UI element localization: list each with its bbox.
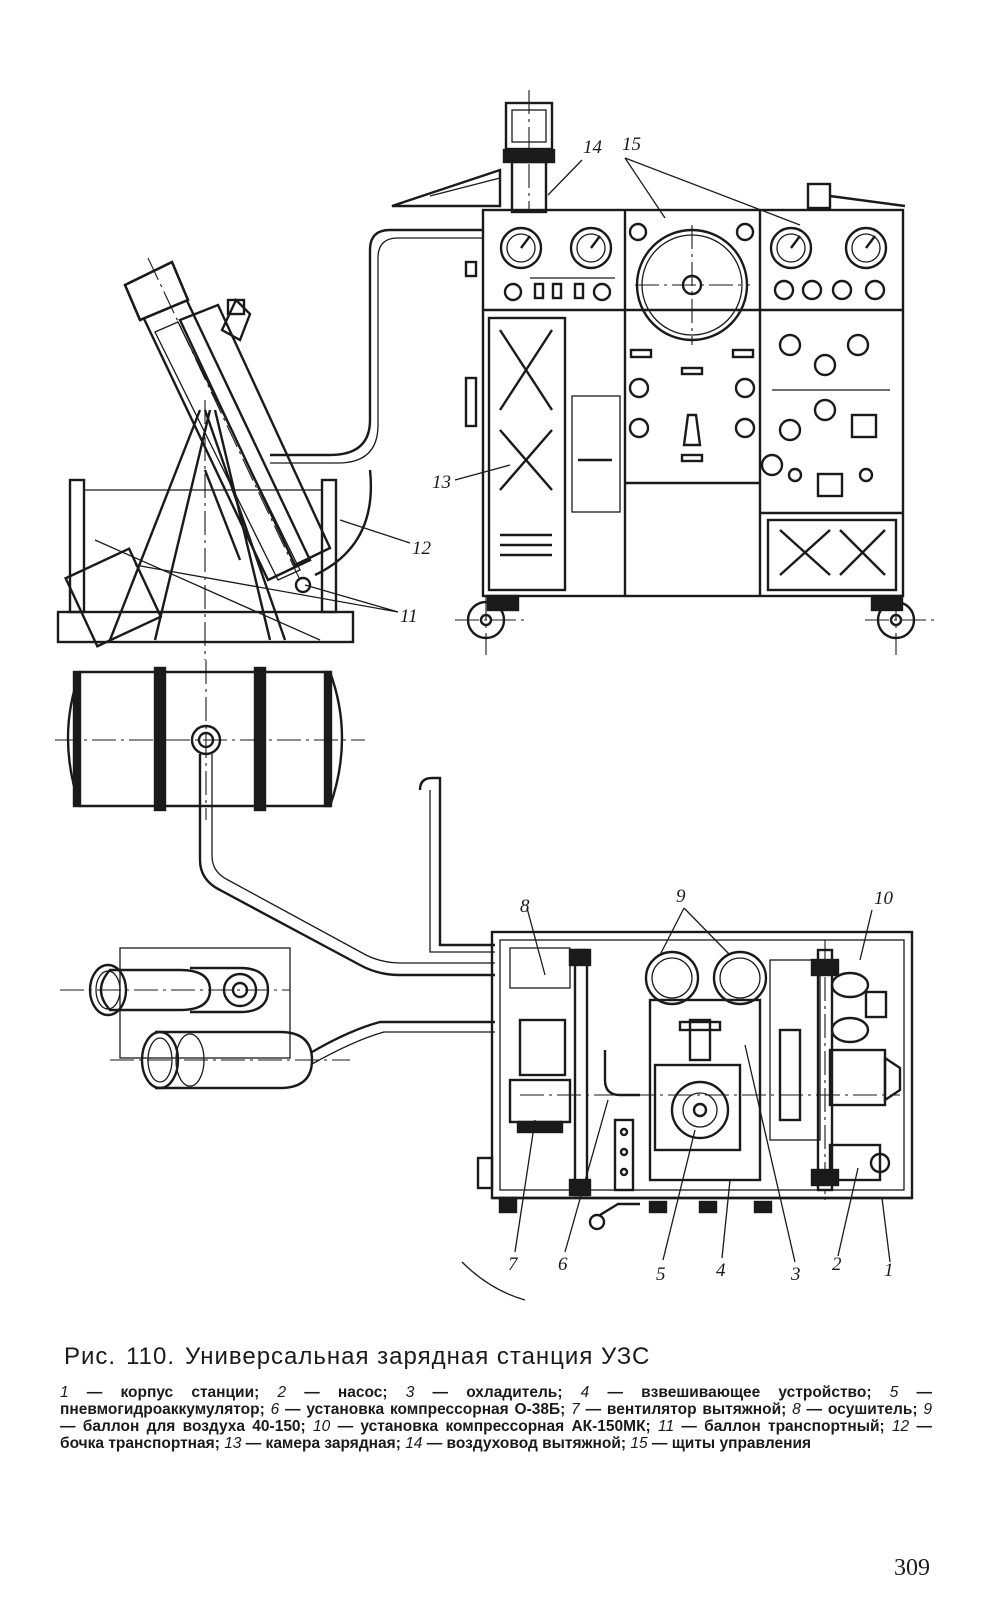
legend-text: — щиты управления — [651, 1435, 812, 1452]
pressure-gauge — [569, 226, 613, 270]
legend-text: — осушитель; — [806, 1401, 918, 1418]
label-2: 2 — [832, 1254, 842, 1275]
callout-labels: 14 15 13 12 11 9 8 10 7 6 5 4 3 2 1 — [400, 134, 894, 1285]
label-9: 9 — [676, 886, 686, 907]
legend-text: — взвешивающее устройство; — [607, 1384, 872, 1401]
label-5: 5 — [656, 1264, 666, 1285]
accumulator — [670, 1080, 730, 1140]
legend-text: — установка компрессорная О-38Б; — [285, 1401, 566, 1418]
legend-text: — корпус станции; — [86, 1384, 260, 1401]
legend-number: 1 — [60, 1384, 69, 1401]
figure-caption: Рис. 110. Универсальная зарядная станция У… — [64, 1343, 944, 1371]
caption-number: 110. — [126, 1343, 176, 1370]
legend-text: — охладитель; — [432, 1384, 563, 1401]
legend-number: 7 — [571, 1401, 580, 1418]
technical-drawing: 14 15 13 12 11 9 8 10 7 6 5 4 3 2 1 — [55, 90, 935, 1301]
legend-number: 15 — [630, 1435, 648, 1452]
legend-number: 5 — [889, 1384, 899, 1401]
label-8: 8 — [520, 896, 530, 917]
air-cylinder-9 — [644, 950, 700, 1006]
figure-legend: 1 — корпус станции; 2 — насос; 3 — охлад… — [60, 1384, 932, 1452]
legend-text: — камера зарядная; — [245, 1435, 401, 1452]
label-10: 10 — [874, 888, 894, 909]
legend-text: — воздуховод вытяжной; — [426, 1435, 627, 1452]
legend-number: 14 — [405, 1435, 423, 1452]
label-4: 4 — [716, 1260, 726, 1281]
caption-title-text: Универсальная зарядная станция УЗС — [185, 1343, 651, 1370]
station-plan — [476, 930, 914, 1231]
transport-barrel — [55, 660, 495, 977]
legend-number: 10 — [313, 1418, 331, 1435]
legend-text: — насос; — [304, 1384, 388, 1401]
legend-number: 3 — [405, 1384, 415, 1401]
legend-number: 13 — [224, 1435, 242, 1452]
label-6: 6 — [558, 1254, 568, 1275]
label-12: 12 — [412, 538, 432, 559]
vent-pipe — [418, 776, 495, 947]
legend-number: 9 — [923, 1401, 933, 1418]
legend-number: 4 — [580, 1384, 590, 1401]
legend-text: — установка компрессорная АК-150МК; — [337, 1418, 651, 1435]
label-3: 3 — [790, 1264, 801, 1285]
caption-prefix: Рис. — [64, 1343, 117, 1370]
legend-number: 2 — [277, 1384, 287, 1401]
legend-text: — баллон транспортный; — [681, 1418, 885, 1435]
legend-number: 6 — [270, 1401, 280, 1418]
pressure-gauge — [844, 226, 888, 270]
legend-text: — бочка транспортная; — [60, 1418, 932, 1452]
label-15: 15 — [622, 134, 641, 155]
label-11: 11 — [400, 606, 418, 627]
charging-cabinet — [391, 90, 935, 655]
legend-text: — пневмогидроаккумулятор; — [60, 1384, 932, 1418]
air-cylinders-left — [60, 947, 495, 1090]
exhaust-duct-pipe — [510, 160, 548, 214]
legend-text: — баллон для воздуха 40-150; — [60, 1418, 306, 1435]
label-13: 13 — [432, 472, 451, 493]
air-cylinder-9 — [712, 950, 768, 1006]
pressure-gauge — [499, 226, 543, 270]
leader-lines — [134, 157, 891, 1263]
hose — [270, 228, 483, 457]
legend-text: — вентилятор вытяжной; — [585, 1401, 787, 1418]
label-14: 14 — [583, 137, 603, 158]
legend-number: 12 — [891, 1418, 910, 1435]
label-7: 7 — [508, 1254, 519, 1275]
legend-number: 8 — [792, 1401, 801, 1418]
transport-cylinder-tripod — [56, 257, 355, 660]
label-1: 1 — [884, 1260, 894, 1281]
page-number: 309 — [894, 1555, 930, 1581]
cabinet-body — [481, 208, 905, 598]
charging-chamber — [487, 316, 567, 592]
pressure-gauge — [769, 226, 813, 270]
legend-number: 11 — [658, 1418, 675, 1435]
